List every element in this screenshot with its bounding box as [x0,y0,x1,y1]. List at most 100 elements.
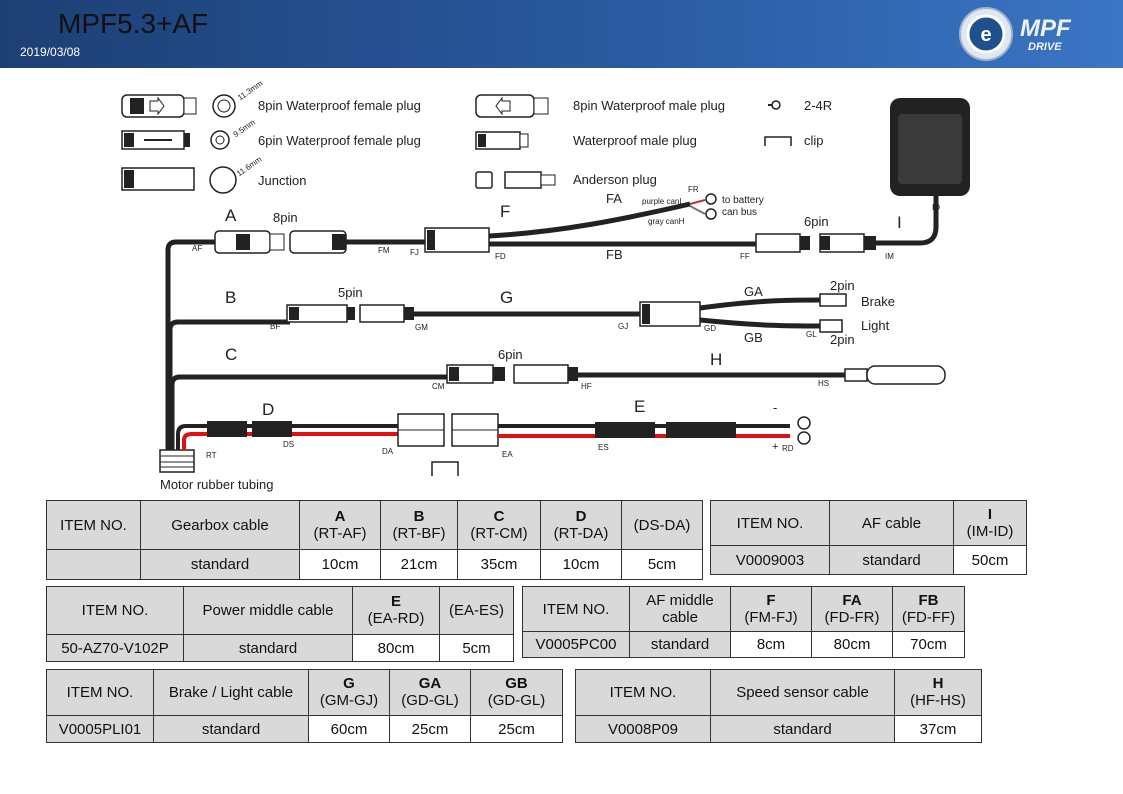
th-cable-name: Power middle cable [183,586,353,635]
table-af-middle-cable: ITEM NO. AF middle cable F(FM-FJ) FA(FD-… [522,586,965,658]
node-ff: FF [740,252,750,261]
th-item-no: ITEM NO. [46,669,154,716]
table-brake-light-cable: ITEM NO. Brake / Light cable G(GM-GJ) GA… [46,669,563,743]
label-h: H [710,350,723,369]
pin-light: 2pin [830,332,855,347]
th-item-no: ITEM NO. [575,669,711,716]
cell-length: 60cm [308,715,390,743]
motor-label: Motor rubber tubing [160,477,274,492]
node-da: DA [382,447,394,456]
cell-length: 10cm [299,549,381,580]
th-item-no: ITEM NO. [46,500,141,550]
anderson-plug-pair [397,413,499,447]
node-fd: FD [495,252,506,261]
col-span: (FD-FR) [824,608,880,626]
col-key: GB [505,675,528,692]
table-af-cable: ITEM NO. AF cable I(IM-ID) V0009003 stan… [710,500,1027,575]
cell-type: standard [829,545,954,575]
col-key: FA [842,591,862,609]
cell-length: 10cm [540,549,622,580]
svg-text:DRIVE: DRIVE [1028,41,1062,53]
node-hs: HS [818,379,830,388]
col-span: (RT-AF) [313,524,367,542]
node-bf: BF [270,322,281,331]
wire-purple: purple canL [642,197,684,206]
page-title: MPF5.3+AF [58,8,209,39]
col-key: H [932,675,944,692]
node-gd: GD [704,324,716,333]
legend-clip: clip [804,133,824,148]
col-span: (RT-DA) [553,524,609,542]
label-ga: GA [744,284,763,299]
end-plus: + [772,441,779,453]
th-cable-name: Brake / Light cable [153,669,309,716]
node-af: AF [192,244,203,253]
page-date: 2019/03/08 [20,45,81,59]
th-item-no: ITEM NO. [710,500,830,546]
cell-length: 8cm [730,631,812,658]
cell-length: 21cm [380,549,458,580]
wire-battery: to battery [722,195,764,206]
node-gj: GJ [618,322,629,331]
col-span: (DS-DA) [633,516,691,534]
cell-type: standard [153,715,309,743]
col-span: (RT-CM) [470,524,528,542]
legend-icon-anderson [475,171,556,189]
node-fm: FM [378,246,390,255]
label-c: C [225,345,238,364]
display-unit [890,98,970,196]
label-gb: GB [744,330,763,345]
cell-item-no [46,549,141,580]
th-cable-name: Speed sensor cable [710,669,895,716]
th-cable-name: Gearbox cable [140,500,300,550]
node-im: IM [885,252,894,261]
connector-i-6pin [755,233,876,253]
col-key: C [493,507,505,525]
node-gm: GM [415,323,428,332]
legend-junction: Junction [258,173,307,188]
th-cable-name: AF middle cable [629,586,731,632]
label-b: B [225,288,237,307]
label-f: F [500,202,511,221]
col-span: (GM-GJ) [319,692,379,709]
col-span: (EA-ES) [448,602,504,619]
end-minus: - [773,400,778,415]
node-es: ES [598,443,609,452]
legend-icon-8pin-female [121,94,236,118]
legend-anderson: Anderson plug [573,172,657,187]
cell-length: 5cm [621,549,703,580]
junction-f [424,227,490,253]
label-e: E [634,397,646,416]
col-key: D [575,507,587,525]
cell-length: 80cm [811,631,893,658]
cell-length: 5cm [439,634,514,662]
node-cm: CM [432,382,445,391]
node-ea: EA [502,450,513,459]
label-i: I [897,213,902,232]
connector-a-8pin [214,230,347,254]
col-span: (IM-ID) [966,522,1014,540]
pin-a: 8pin [273,210,298,225]
table-power-middle-cable: ITEM NO. Power middle cable E(EA-RD) (EA… [46,586,514,662]
cell-item-no: 50-AZ70-V102P [46,634,184,662]
col-key: G [343,675,355,692]
cell-item-no: V0005PLI01 [46,715,154,743]
cell-type: standard [140,549,300,580]
node-gl: GL [806,330,817,339]
pin-i: 6pin [804,214,829,229]
mpf-drive-logo: e MPF DRIVE [959,7,1072,61]
wire-gray: gray canH [648,217,685,226]
col-key: GA [418,675,442,692]
col-span: (RT-BF) [392,524,446,542]
cell-length: 70cm [892,631,965,658]
col-key: F [766,591,776,609]
legend-icon-junction [121,166,237,194]
col-span: (EA-RD) [367,610,425,627]
cell-length: 80cm [352,634,440,662]
cell-item-no: V0008P09 [575,715,711,743]
node-ds: DS [283,440,295,449]
cell-length: 35cm [457,549,541,580]
node-id: ID [932,203,940,212]
col-span: (FM-FJ) [744,608,798,626]
legend-icon-6pin-female [121,130,230,150]
